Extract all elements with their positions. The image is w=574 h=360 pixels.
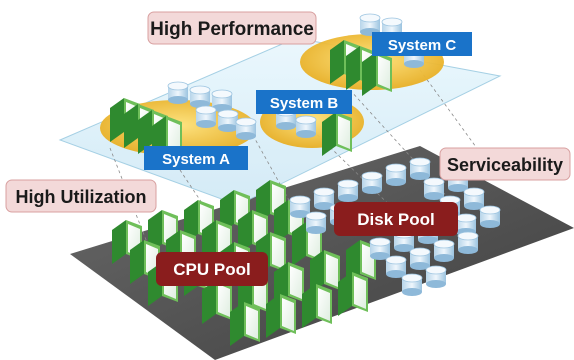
system-b-tag: System B — [256, 90, 352, 114]
system-c-tag: System C — [372, 32, 472, 56]
disk-icon — [463, 187, 485, 211]
high-performance-callout: High Performance — [147, 11, 317, 45]
cpu-pool-tag: CPU Pool — [156, 252, 268, 286]
disk-icon — [337, 179, 359, 203]
disk-icon — [423, 177, 445, 201]
disk-pool-label: Disk Pool — [357, 210, 434, 229]
disk-icon — [385, 255, 407, 279]
system-a-label: System A — [162, 151, 230, 168]
disk-pool-tag: Disk Pool — [334, 202, 458, 236]
disk-icon — [479, 205, 501, 229]
serviceability-label: Serviceability — [447, 155, 563, 175]
serviceability-callout: Serviceability — [439, 147, 571, 181]
cpu-pool-label: CPU Pool — [173, 260, 250, 279]
disk-icon — [195, 105, 217, 129]
disk-icon — [369, 237, 391, 261]
disk-icon — [409, 157, 431, 181]
system-b-label: System B — [270, 95, 339, 112]
disk-icon — [235, 117, 257, 141]
disk-icon — [217, 109, 239, 133]
disk-icon — [401, 273, 423, 297]
system-c-label: System C — [388, 37, 457, 54]
system-a-tag: System A — [144, 146, 248, 170]
high-performance-label: High Performance — [150, 19, 314, 40]
disk-icon — [295, 115, 317, 139]
disk-icon — [385, 163, 407, 187]
disk-icon — [409, 247, 431, 271]
high-utilization-callout: High Utilization — [5, 179, 157, 213]
disk-icon — [425, 265, 447, 289]
disk-icon — [361, 171, 383, 195]
disk-icon — [305, 211, 327, 235]
disk-icon — [167, 81, 189, 105]
disk-icon — [189, 85, 211, 109]
high-utilization-label: High Utilization — [16, 187, 147, 207]
disk-icon — [433, 239, 455, 263]
disk-icon — [457, 231, 479, 255]
